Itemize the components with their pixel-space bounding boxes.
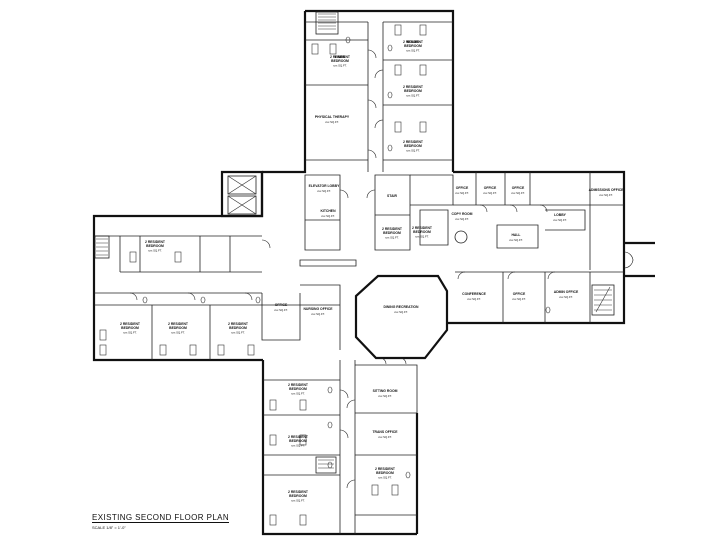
room-area: xxx SQ.FT.: [291, 392, 305, 396]
room-label: PHYSICAL THERAPY: [315, 115, 350, 119]
room-label: OFFICE: [456, 186, 469, 190]
room-area: xxx SQ.FT.: [553, 218, 567, 222]
stair-east: [591, 284, 615, 316]
stair-west: [94, 235, 110, 259]
room-area: xxx SQ.FT.: [599, 193, 613, 197]
room-label: OFFICE: [513, 292, 526, 296]
room-area: xxx SQ.FT.: [512, 297, 526, 301]
room-label: COPY ROOM: [451, 212, 472, 216]
room-area: xxx SQ.FT.: [123, 331, 137, 335]
interior-walls: [94, 21, 624, 534]
room-label: SITTING ROOM: [373, 389, 398, 393]
room-area: xxx SQ.FT.: [406, 149, 420, 153]
room-area: xxx SQ.FT.: [378, 435, 392, 439]
room-area: xxx SQ.FT.: [483, 191, 497, 195]
room-area: xxx SQ.FT.: [291, 444, 305, 448]
room-label: OFFICE: [275, 303, 288, 307]
fixtures: [99, 24, 551, 526]
room-label: OFFICE: [512, 186, 525, 190]
room-area: xxx SQ.FT.: [406, 49, 420, 53]
room-label: HALL: [511, 233, 520, 237]
room-area: xxx SQ.FT.: [378, 476, 392, 480]
room-area: xxx SQ.FT.: [406, 94, 420, 98]
room-label: ADMIN OFFICE: [554, 290, 579, 294]
room-area: xxx SQ.FT.: [274, 308, 288, 312]
room-area: xxx SQ.FT.: [321, 214, 335, 218]
exterior-walls: [92, 9, 655, 536]
room-area: xxx SQ.FT.: [325, 120, 339, 124]
room-label: LINEN: [335, 55, 346, 59]
room-area: xxx SQ.FT.: [171, 331, 185, 335]
room-area: xxx SQ.FT.: [455, 217, 469, 221]
stair-north: [315, 11, 339, 35]
elevator-shafts: [227, 175, 257, 215]
plan-scale: SCALE 1/8" = 1'-0": [92, 525, 126, 530]
room-area: xxx SQ.FT.: [291, 499, 305, 503]
room-label: STAIR: [387, 194, 397, 198]
room-label: DINING RECREATION: [384, 305, 420, 309]
room-area: xxx SQ.FT.: [231, 331, 245, 335]
room-label: LOBBY: [554, 213, 567, 217]
room-area: xxx SQ.FT.: [378, 394, 392, 398]
room-area: xxx SQ.FT.: [333, 64, 347, 68]
room-area: xxx SQ.FT.: [509, 238, 523, 242]
room-area: xxx SQ.FT.: [415, 235, 429, 239]
room-label: NURSING OFFICE: [303, 307, 333, 311]
room-area: xxx SQ.FT.: [317, 189, 331, 193]
room-area: xxx SQ.FT.: [559, 295, 573, 299]
plan-title: EXISTING SECOND FLOOR PLAN: [92, 513, 230, 523]
room-label: TRANS OFFICE: [372, 430, 398, 434]
room-label: CONFERENCE: [462, 292, 486, 296]
room-area: xxx SQ.FT.: [467, 297, 481, 301]
room-area: xxx SQ.FT.: [394, 310, 408, 314]
room-area: xxx SQ.FT.: [148, 249, 162, 253]
stair-south: [315, 456, 337, 474]
room-label: ADMISSIONS OFFICE: [589, 188, 625, 192]
room-area: xxx SQ.FT.: [455, 191, 469, 195]
room-area: xxx SQ.FT.: [311, 312, 325, 316]
room-label: SOILED: [407, 40, 420, 44]
doors: [129, 49, 634, 489]
room-area: xxx SQ.FT.: [511, 191, 525, 195]
room-label: KITCHEN: [320, 209, 336, 213]
room-area: xxx SQ.FT.: [385, 236, 399, 240]
room-label: ELEVATOR LOBBY: [309, 184, 340, 188]
room-label: OFFICE: [484, 186, 497, 190]
